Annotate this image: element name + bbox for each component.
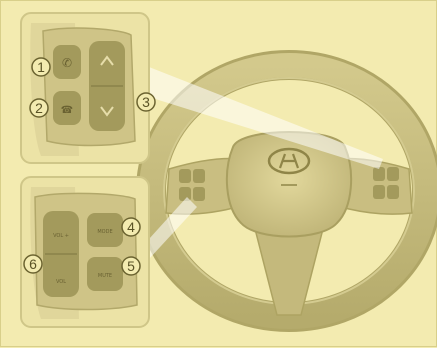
- svg-text:5: 5: [127, 258, 135, 274]
- mode-label: MODE: [97, 229, 112, 235]
- callout-6: 6: [24, 255, 42, 273]
- mute-label: MUTE: [98, 273, 112, 279]
- callout-3: 3: [137, 93, 155, 111]
- callout-1: 1: [32, 58, 50, 76]
- svg-text:6: 6: [29, 256, 37, 272]
- callout-5: 5: [122, 257, 140, 275]
- inset-panel-top: ✆ ☎: [21, 13, 149, 163]
- callout-2: 2: [30, 99, 48, 117]
- callout-4: 4: [122, 218, 140, 236]
- vol-plus-label: VOL +: [53, 233, 69, 239]
- svg-text:4: 4: [127, 219, 135, 235]
- inset-panel-bottom: VOL + VOL MODE MUTE: [21, 177, 149, 327]
- phone-hangup-icon: ☎: [61, 105, 73, 116]
- vol-minus-label: VOL: [56, 279, 66, 285]
- svg-text:3: 3: [142, 94, 150, 110]
- hub-emblem-text: [281, 184, 297, 186]
- svg-text:1: 1: [37, 59, 45, 75]
- phone-answer-icon: ✆: [62, 56, 72, 70]
- svg-text:2: 2: [35, 100, 43, 116]
